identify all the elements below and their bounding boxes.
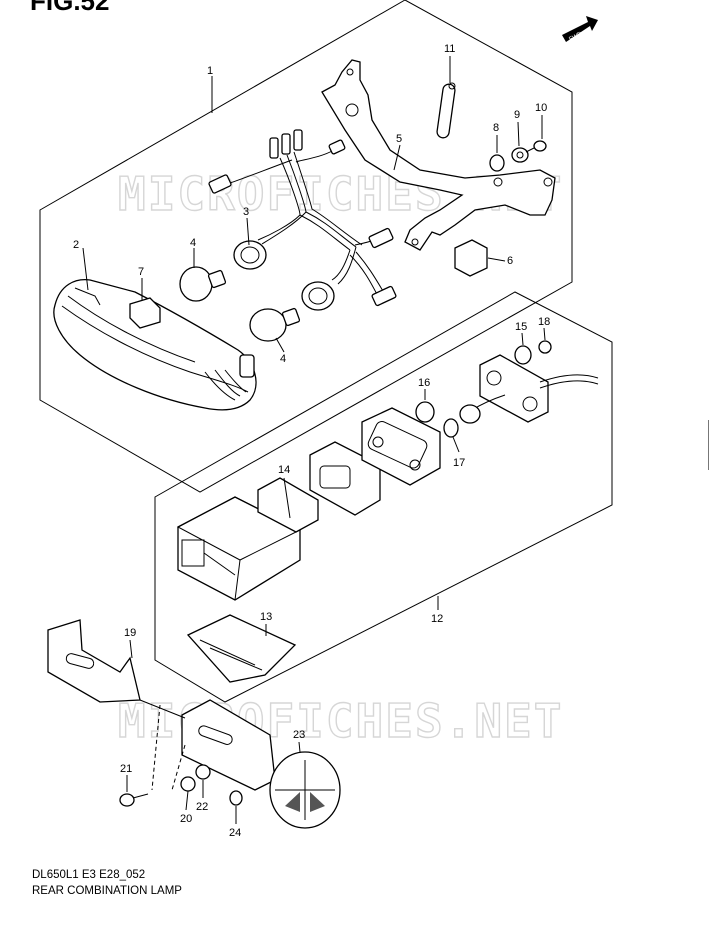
reflector — [269, 751, 341, 829]
callout-20: 20 — [180, 813, 192, 825]
bulb-socket — [233, 240, 267, 270]
callout-9: 9 — [514, 109, 520, 121]
bulb-lower — [249, 307, 301, 342]
license-lamp-socket-cord — [459, 354, 599, 424]
lower-assembly-frame — [154, 291, 613, 703]
cushion-pad — [129, 297, 161, 329]
callout-labels: 1 2 3 4 4 5 6 7 8 9 10 11 12 13 14 15 16… — [73, 43, 550, 839]
mounting-bracket — [321, 59, 556, 251]
washer — [511, 147, 529, 163]
figure-name: REAR COMBINATION LAMP — [32, 885, 182, 897]
callout-1: 1 — [207, 65, 213, 77]
upper-assembly-frame — [39, 0, 573, 493]
callout-6: 6 — [507, 255, 513, 267]
wire-stay — [436, 82, 456, 139]
callout-18: 18 — [538, 316, 550, 328]
callout-10: 10 — [535, 102, 547, 114]
license-lamp-lens — [186, 614, 297, 683]
bolt — [525, 140, 547, 153]
bulb-socket-lower — [301, 281, 335, 311]
wiring-harness — [208, 129, 397, 307]
rubber-cushion — [454, 239, 488, 277]
page-edge-mark — [708, 420, 718, 470]
nut-22 — [195, 764, 211, 780]
callout-7: 7 — [138, 266, 144, 278]
leader-lines — [82, 56, 546, 824]
callout-4b: 4 — [280, 353, 286, 365]
callout-14: 14 — [278, 464, 290, 476]
callout-22: 22 — [196, 801, 208, 813]
callout-3: 3 — [243, 206, 249, 218]
callout-2: 2 — [73, 239, 79, 251]
callout-4a: 4 — [190, 237, 196, 249]
callout-24: 24 — [229, 827, 241, 839]
callout-17: 17 — [453, 457, 465, 469]
callout-8: 8 — [493, 122, 499, 134]
callout-16: 16 — [418, 377, 430, 389]
callout-11: 11 — [444, 43, 455, 55]
callout-19: 19 — [124, 627, 136, 639]
callout-15: 15 — [515, 321, 527, 333]
grommet — [415, 401, 435, 423]
license-lamp-housing — [176, 477, 319, 601]
figure-title: FIG.52 — [30, 0, 110, 16]
callout-21: 21 — [120, 763, 132, 775]
collar — [489, 154, 505, 172]
reflector-bracket — [47, 619, 276, 791]
callout-13: 13 — [260, 611, 272, 623]
nut — [538, 340, 552, 354]
callout-12: 12 — [431, 613, 443, 625]
bolt-21 — [119, 793, 149, 807]
nut-24 — [229, 790, 243, 806]
fwd-arrow-icon: FWD — [562, 16, 598, 43]
callout-23: 23 — [293, 729, 305, 741]
license-lamp-gasket — [361, 407, 441, 486]
washer-20 — [180, 776, 196, 792]
screw — [514, 345, 532, 365]
callout-5: 5 — [396, 133, 402, 145]
license-bulb — [443, 418, 459, 438]
bulb-upper — [179, 266, 227, 302]
tail-lamp-housing — [53, 279, 257, 411]
figure-code: DL650L1 E3 E28_052 — [32, 869, 146, 881]
